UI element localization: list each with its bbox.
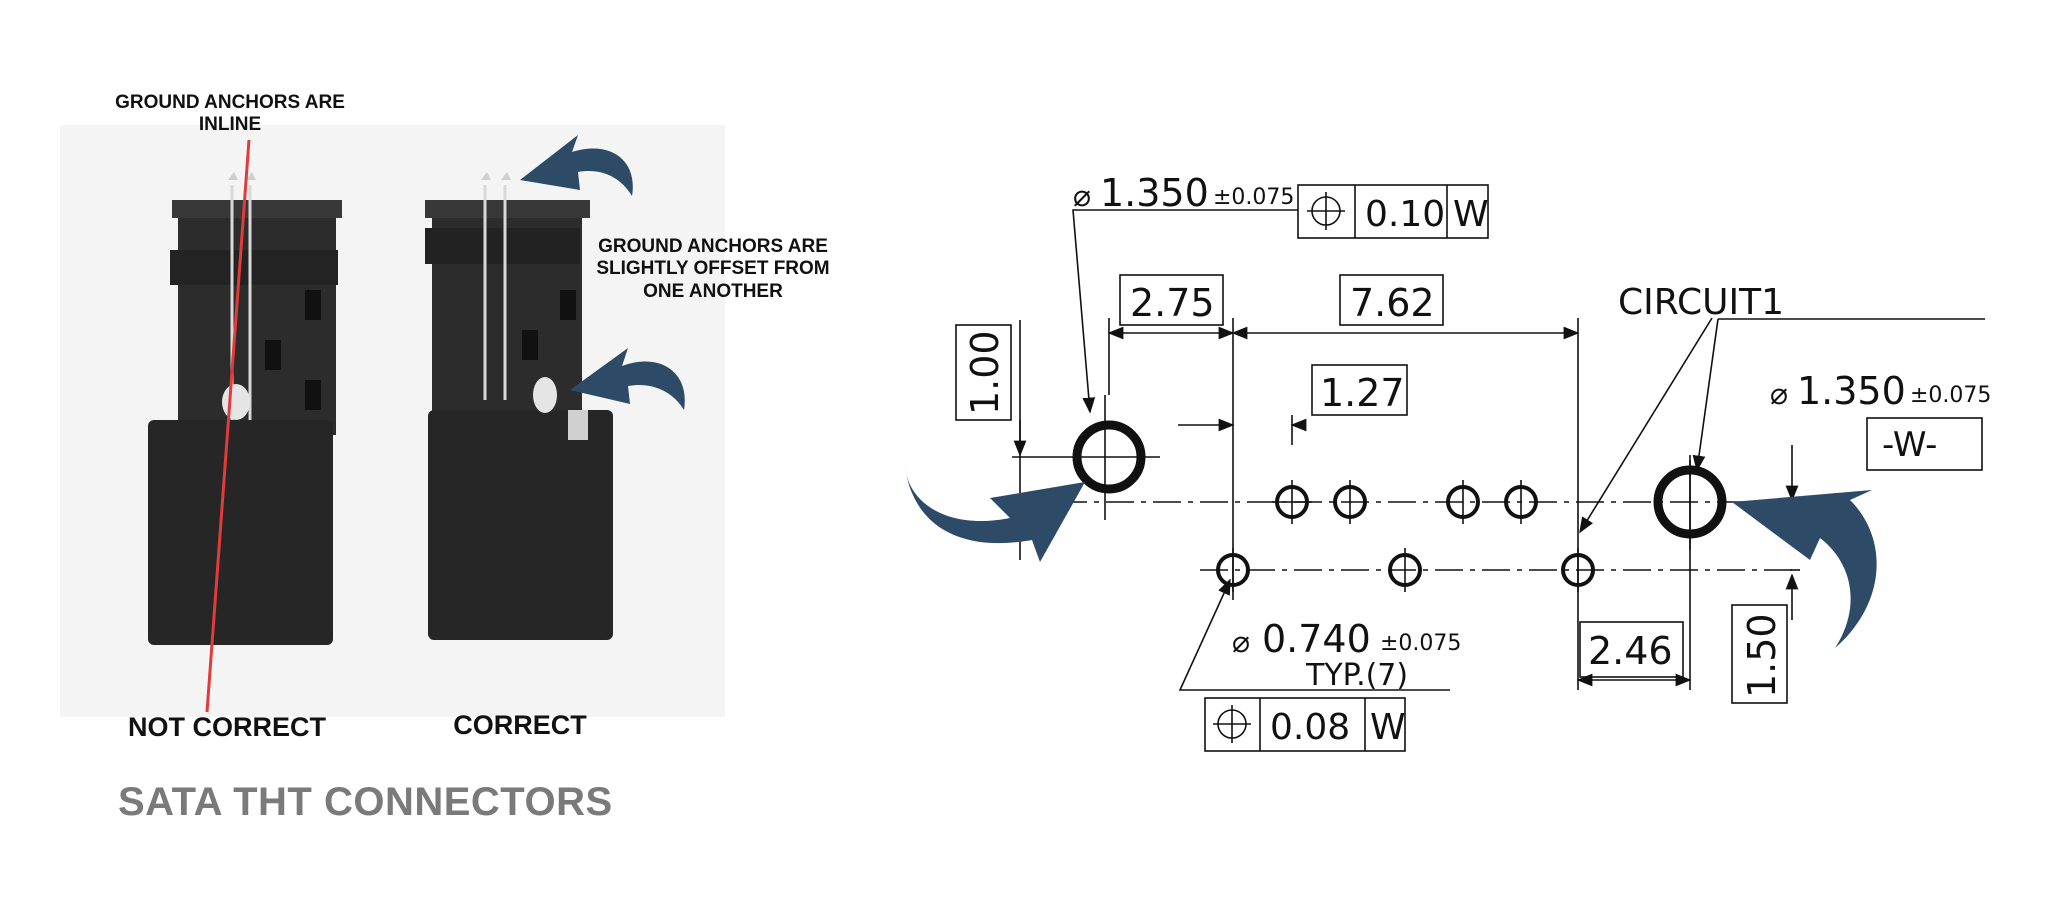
top-hole-diameter: 1.350	[1100, 171, 1209, 215]
small-hole-callout: ⌀ 0.740 ±0.075 TYP.(7) 0.08 W	[1204, 617, 1461, 752]
dimension-1-50: 1.50	[1740, 613, 1784, 698]
leader-top-hole	[1072, 209, 1298, 414]
connector-correct	[425, 172, 613, 640]
bottom-feature-control-frame	[1204, 697, 1406, 752]
top-feature-control-frame	[1297, 184, 1489, 239]
connector-photo-panel: GROUND ANCHORS ARE INLINE GROUND ANCHORS…	[0, 0, 860, 922]
datum-w-label: -W-	[1882, 425, 1937, 465]
label-ground-anchors-inline: GROUND ANCHORS ARE INLINE	[115, 92, 345, 136]
right-hole-callout: ⌀ 1.350 ±0.075 -W-	[1770, 369, 1991, 471]
arrow-icon	[570, 348, 685, 410]
inline-reference-line	[205, 139, 251, 713]
arrow-icon	[905, 468, 1085, 562]
dimension-7-62: 7.62	[1350, 281, 1435, 325]
datum-w-box	[1866, 417, 1983, 471]
dimension-1-27: 1.27	[1320, 371, 1405, 415]
small-hole-diameter: 0.740	[1262, 617, 1371, 661]
dimension-2-46: 2.46	[1588, 629, 1673, 673]
arrow-icon	[1732, 490, 1877, 648]
top-hole-tolerance: ±0.075	[1213, 185, 1294, 210]
label-correct: CORRECT	[453, 710, 587, 740]
typical-count-label: TYP.(7)	[1305, 658, 1408, 693]
right-hole-tolerance: ±0.075	[1910, 383, 1991, 408]
diameter-symbol-icon: ⌀	[1770, 377, 1788, 412]
arrow-icon	[520, 135, 633, 196]
label-ground-anchors-offset: GROUND ANCHORS ARE SLIGHTLY OFFSET FROM …	[596, 236, 830, 302]
right-hole-diameter: 1.350	[1797, 369, 1906, 413]
circuit1-label: CIRCUIT1	[1618, 282, 1784, 323]
bottom-fcf-datum: W	[1370, 707, 1406, 748]
connector-not-correct	[148, 172, 342, 645]
dimension-2-75: 2.75	[1130, 281, 1215, 325]
top-fcf-value: 0.10	[1365, 194, 1445, 235]
small-hole-tolerance: ±0.075	[1380, 631, 1461, 656]
datum-hole-left	[1072, 420, 1146, 494]
top-fcf-datum: W	[1453, 194, 1489, 235]
page-title: SATA THT CONNECTORS	[118, 780, 613, 824]
bottom-fcf-value: 0.08	[1270, 707, 1350, 748]
label-not-correct: NOT CORRECT	[128, 712, 326, 742]
leader-circuit1	[1579, 317, 1713, 534]
top-hole-callout: ⌀ 1.350 ±0.075 0.10 W	[1073, 171, 1489, 239]
dimension-1-00: 1.00	[963, 330, 1007, 415]
leader-small-hole	[1178, 578, 1450, 691]
diameter-symbol-icon: ⌀	[1232, 625, 1250, 660]
diameter-symbol-icon: ⌀	[1073, 179, 1091, 214]
